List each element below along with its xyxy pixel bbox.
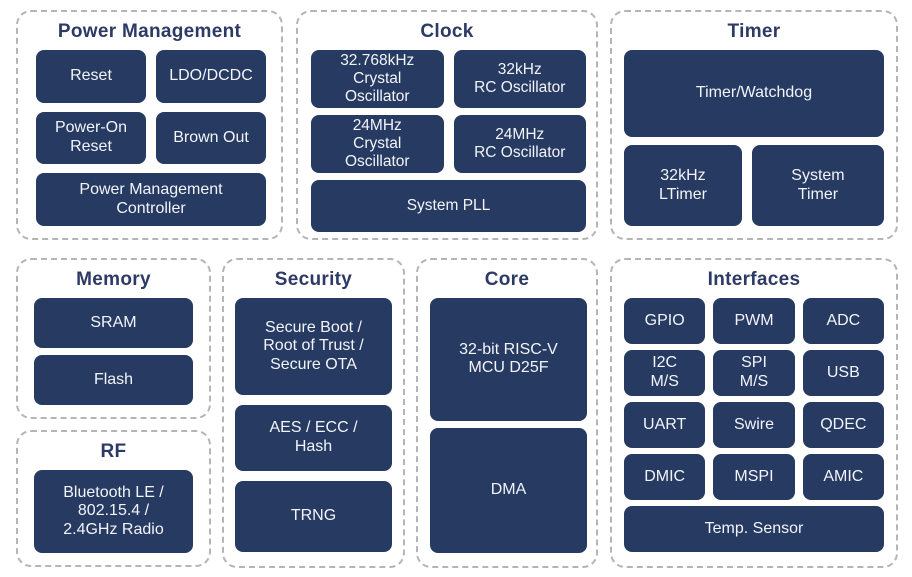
block-32khz-ltimer: 32kHz LTimer — [624, 145, 742, 226]
block-riscv-mcu: 32-bit RISC-V MCU D25F — [430, 298, 587, 421]
block-pwm: PWM — [713, 298, 795, 344]
group-security: Security Secure Boot / Root of Trust / S… — [222, 258, 405, 568]
group-title-rf: RF — [100, 441, 127, 462]
block-aes-ecc-hash: AES / ECC / Hash — [235, 404, 392, 471]
block-usb: USB — [802, 350, 884, 396]
block-gpio: GPIO — [624, 298, 706, 344]
block-amic: AMIC — [802, 454, 884, 500]
group-body-timer: Timer/Watchdog 32kHz LTimer System Timer — [612, 50, 896, 238]
block-ldo-dcdc: LDO/DCDC — [156, 50, 266, 103]
group-title-clock: Clock — [420, 21, 474, 42]
block-secure-boot: Secure Boot / Root of Trust / Secure OTA — [235, 298, 392, 395]
block-system-pll: System PLL — [311, 179, 586, 233]
group-body-interfaces: GPIO PWM ADC I2C M/S SPI M/S USB UART Sw… — [612, 298, 896, 566]
block-swire: Swire — [713, 402, 795, 448]
block-dmic: DMIC — [624, 454, 706, 500]
block-32khz-rc-oscillator: 32kHz RC Oscillator — [453, 50, 586, 108]
group-title-power-management: Power Management — [57, 21, 242, 42]
block-timer-watchdog: Timer/Watchdog — [624, 50, 884, 138]
block-brown-out: Brown Out — [156, 111, 266, 165]
block-system-timer: System Timer — [751, 145, 884, 226]
group-timer: Timer Timer/Watchdog 32kHz LTimer System… — [610, 10, 898, 240]
block-reset: Reset — [36, 50, 146, 103]
group-body-clock: 32.768kHz Crystal Oscillator 32kHz RC Os… — [298, 50, 596, 247]
group-body-core: 32-bit RISC-V MCU D25F DMA — [418, 298, 596, 566]
block-adc: ADC — [802, 298, 884, 344]
block-flash: Flash — [34, 355, 193, 405]
group-memory: Memory SRAM Flash — [16, 258, 211, 419]
group-title-core: Core — [484, 269, 530, 290]
block-sram: SRAM — [34, 298, 193, 348]
group-title-memory: Memory — [76, 269, 151, 290]
group-clock: Clock 32.768kHz Crystal Oscillator 32kHz… — [296, 10, 598, 240]
group-body-security: Secure Boot / Root of Trust / Secure OTA… — [224, 298, 403, 566]
block-32768khz-crystal-oscillator: 32.768kHz Crystal Oscillator — [311, 50, 444, 108]
block-mspi: MSPI — [713, 454, 795, 500]
group-title-timer: Timer — [727, 21, 781, 42]
block-i2c-ms: I2C M/S — [624, 350, 706, 396]
group-interfaces: Interfaces GPIO PWM ADC I2C M/S SPI M/S … — [610, 258, 898, 568]
group-title-interfaces: Interfaces — [707, 269, 801, 290]
group-body-rf: Bluetooth LE / 802.15.4 / 2.4GHz Radio — [18, 470, 209, 565]
group-body-memory: SRAM Flash — [18, 298, 209, 417]
group-core: Core 32-bit RISC-V MCU D25F DMA — [416, 258, 598, 568]
block-24mhz-rc-oscillator: 24MHz RC Oscillator — [453, 114, 586, 173]
block-trng: TRNG — [235, 480, 392, 552]
block-uart: UART — [624, 402, 706, 448]
block-power-on-reset: Power-On Reset — [36, 111, 146, 165]
block-power-management-controller: Power Management Controller — [36, 173, 266, 226]
group-body-power-management: Reset LDO/DCDC Power-On Reset Brown Out … — [18, 50, 281, 238]
block-temp-sensor: Temp. Sensor — [624, 506, 884, 552]
group-title-security: Security — [274, 269, 353, 290]
block-dma: DMA — [430, 427, 587, 553]
group-power-management: Power Management Reset LDO/DCDC Power-On… — [16, 10, 283, 240]
block-qdec: QDEC — [802, 402, 884, 448]
block-24mhz-crystal-oscillator: 24MHz Crystal Oscillator — [311, 114, 444, 173]
group-rf: RF Bluetooth LE / 802.15.4 / 2.4GHz Radi… — [16, 430, 211, 567]
block-spi-ms: SPI M/S — [713, 350, 795, 396]
block-bluetooth-radio: Bluetooth LE / 802.15.4 / 2.4GHz Radio — [34, 470, 193, 553]
